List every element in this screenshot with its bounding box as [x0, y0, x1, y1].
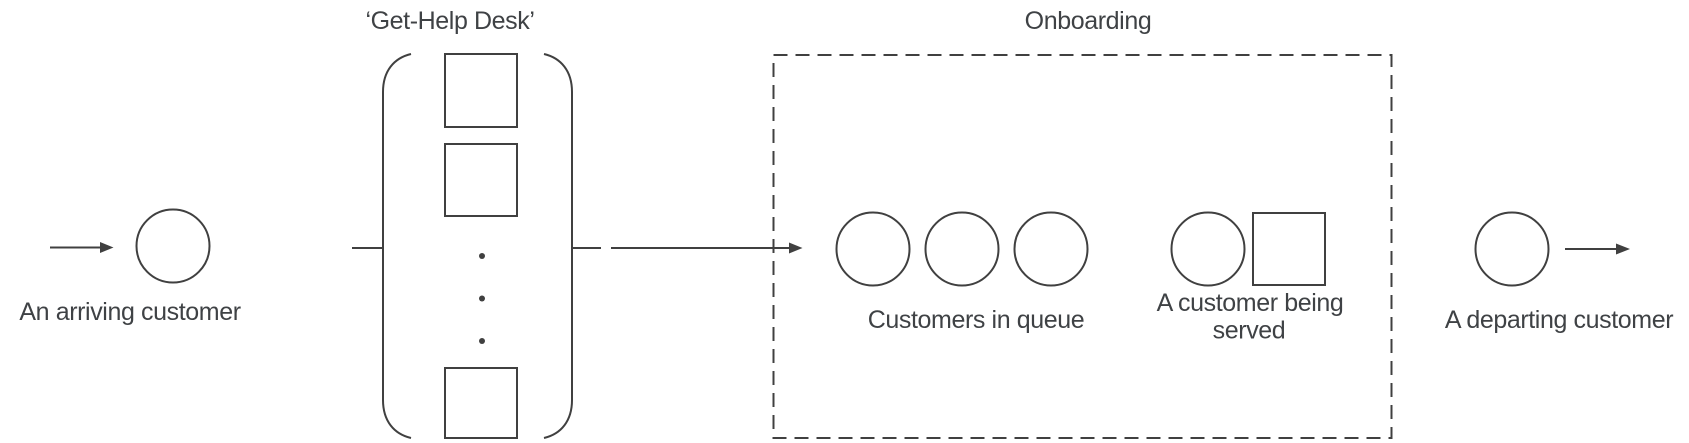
desk-bracket-left: [382, 53, 412, 439]
server-square: [444, 53, 518, 128]
onboarding-dashed-box: [772, 54, 1393, 439]
arriving-arrow-head-icon: [100, 242, 114, 253]
get-help-desk-group: ‘Get-Help Desk’: [352, 7, 601, 439]
arriving-customer-group: An arriving customer: [19, 208, 241, 326]
departing-arrow-head-icon: [1616, 243, 1630, 255]
departing-customer-label: A departing customer: [1445, 306, 1673, 334]
arriving-customer-circle: [135, 208, 211, 284]
onboarding-group: Onboarding Customers in queue A customer…: [772, 7, 1393, 439]
served-label-line1: A customer being: [1157, 289, 1344, 317]
served-label-line2: served: [1213, 317, 1286, 345]
flow-arrow-head-icon: [789, 242, 803, 254]
queue-label: Customers in queue: [868, 306, 1085, 334]
ellipsis-dot: [479, 338, 485, 344]
ellipsis-dot: [479, 295, 485, 302]
queue-customer-circle: [835, 211, 911, 287]
server-square: [444, 367, 518, 439]
queue-customer-circle: [1013, 211, 1089, 287]
onboarding-title: Onboarding: [1025, 7, 1152, 35]
arriving-customer-label: An arriving customer: [19, 298, 240, 326]
queue-customer-circle: [924, 211, 1000, 287]
ellipsis-dot: [479, 253, 485, 259]
served-customer-circle: [1170, 211, 1246, 287]
server-square: [444, 143, 518, 217]
server-square: [1252, 212, 1326, 286]
desk-bracket-right: [543, 53, 573, 439]
departing-customer-group: A departing customer: [1445, 211, 1674, 334]
flow-arrow-group: [611, 242, 803, 254]
departing-customer-circle: [1474, 211, 1550, 287]
get-help-desk-title: ‘Get-Help Desk’: [365, 7, 534, 35]
